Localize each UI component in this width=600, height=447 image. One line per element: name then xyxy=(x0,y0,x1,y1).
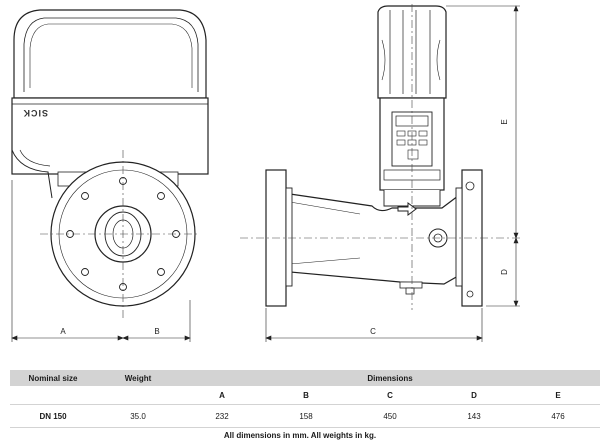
header-b: B xyxy=(264,386,348,405)
header-e: E xyxy=(516,386,600,405)
header-weight: Weight xyxy=(96,370,180,386)
dimension-label-a: A xyxy=(60,327,66,336)
cell-d: 143 xyxy=(432,404,516,428)
dimension-label-e: E xyxy=(500,119,509,124)
front-view xyxy=(11,9,209,307)
header-c: C xyxy=(348,386,432,405)
cell-a: 232 xyxy=(180,404,264,428)
cell-c: 450 xyxy=(348,404,432,428)
table-header-row: Nominal size Weight Dimensions xyxy=(10,370,600,386)
housing-body xyxy=(11,97,209,175)
brand-logo: SICK xyxy=(22,108,48,118)
table-subheader-row: A B C D E xyxy=(10,386,600,405)
side-centre-lines xyxy=(240,4,520,310)
header-dimensions: Dimensions xyxy=(180,370,600,386)
table-row: DN 150 35.0 232 158 450 143 476 xyxy=(10,404,600,428)
dimension-c-d-e xyxy=(265,5,520,342)
header-nominal-size: Nominal size xyxy=(10,370,96,386)
technical-drawing: SICK A B C D E xyxy=(11,4,520,342)
side-view xyxy=(265,5,483,307)
dimension-label-d: D xyxy=(500,269,509,275)
spool-body xyxy=(289,193,459,285)
cell-b: 158 xyxy=(264,404,348,428)
dimension-label-c: C xyxy=(370,327,376,336)
housing-cover xyxy=(13,9,207,99)
cell-e: 476 xyxy=(516,404,600,428)
dimensions-table: Nominal size Weight Dimensions A B C D E… xyxy=(10,370,600,428)
header-a: A xyxy=(180,386,264,405)
dimension-label-b: B xyxy=(154,327,159,336)
header-d: D xyxy=(432,386,516,405)
footnote: All dimensions in mm. All weights in kg. xyxy=(223,431,377,440)
cell-weight: 35.0 xyxy=(96,404,180,428)
cell-nominal-size: DN 150 xyxy=(10,404,96,428)
dimension-a-b xyxy=(11,180,191,342)
front-centre-lines xyxy=(40,150,200,320)
